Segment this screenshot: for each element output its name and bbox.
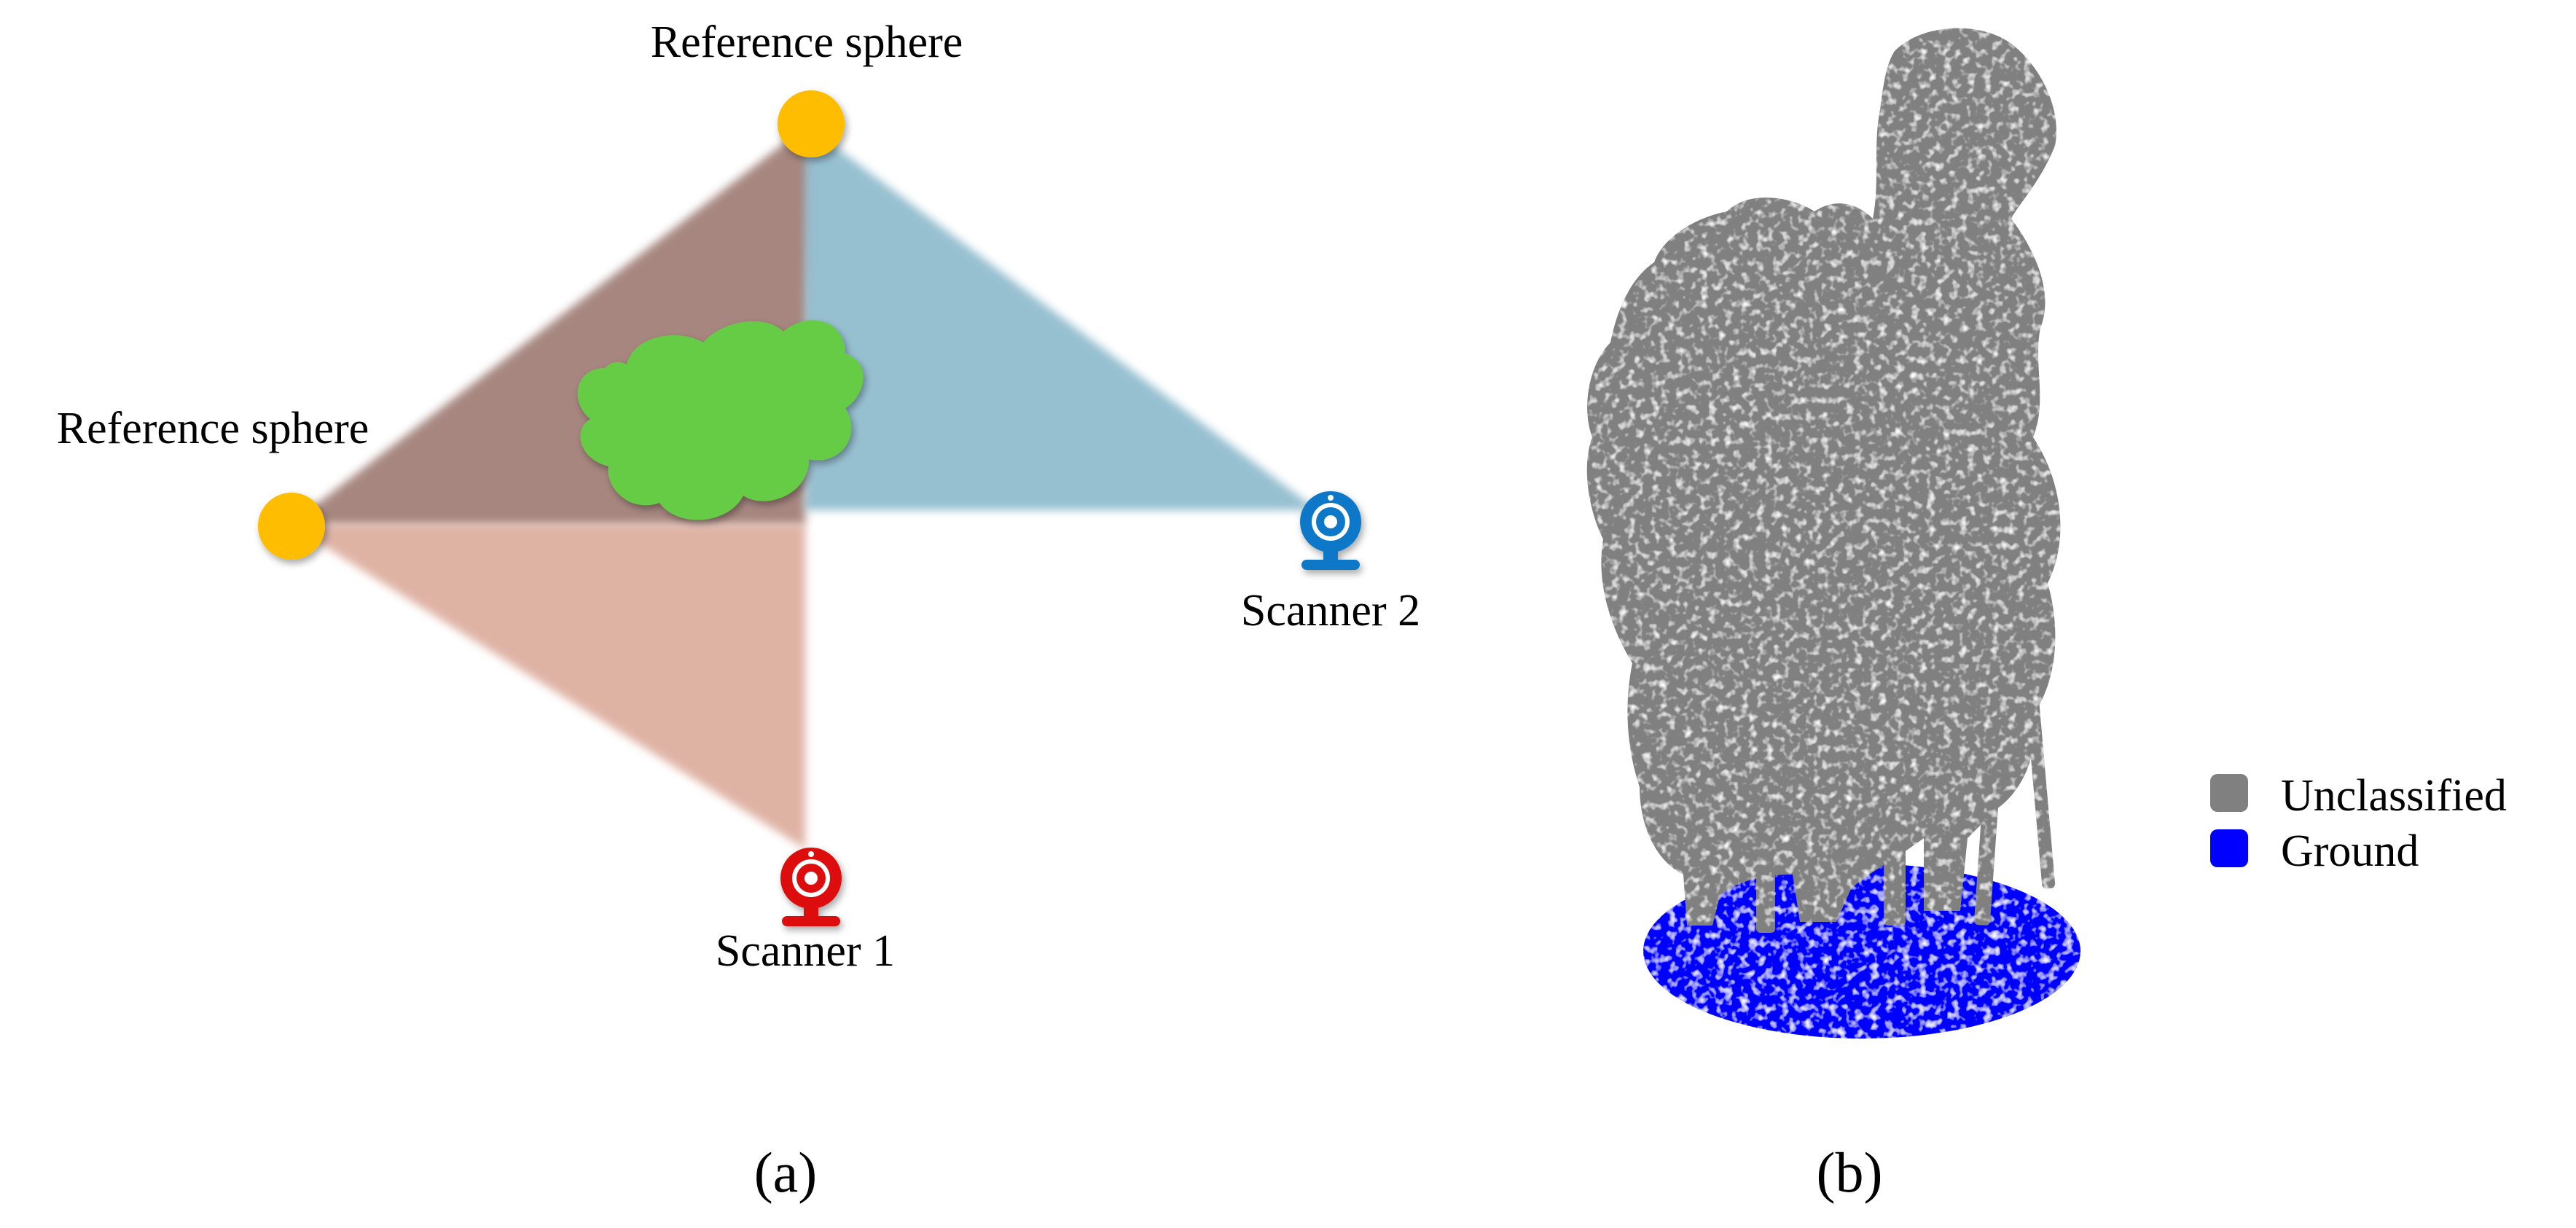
panel-a: Reference sphere Reference sphere Scanne…	[57, 17, 1420, 1204]
legend-swatch-unclassified	[2210, 774, 2248, 812]
legend-label-unclassified: Unclassified	[2281, 771, 2507, 821]
reference-sphere-top	[778, 90, 845, 157]
label-scanner-2: Scanner 2	[1241, 586, 1420, 635]
label-scanner-1: Scanner 1	[716, 926, 895, 976]
tree-canopy-icon	[577, 320, 864, 520]
coverage-left-bottom	[290, 525, 805, 849]
legend: Unclassified Ground	[2210, 771, 2507, 876]
panel-b-label: (b)	[1817, 1141, 1883, 1204]
legend-swatch-ground	[2210, 829, 2248, 867]
panel-b: Unclassified Ground (b)	[1586, 28, 2507, 1204]
label-reference-sphere-top: Reference sphere	[651, 17, 963, 67]
label-reference-sphere-left: Reference sphere	[57, 404, 369, 453]
reference-sphere-left	[258, 493, 325, 560]
panel-a-label: (a)	[754, 1141, 818, 1204]
legend-label-ground: Ground	[2281, 826, 2419, 876]
scanner-1-icon	[780, 848, 842, 926]
tree-point-cloud	[1586, 28, 2061, 933]
ground-point-cloud	[1643, 864, 2080, 1039]
coverage-right	[805, 124, 1318, 510]
scanner-2-icon	[1300, 491, 1361, 570]
